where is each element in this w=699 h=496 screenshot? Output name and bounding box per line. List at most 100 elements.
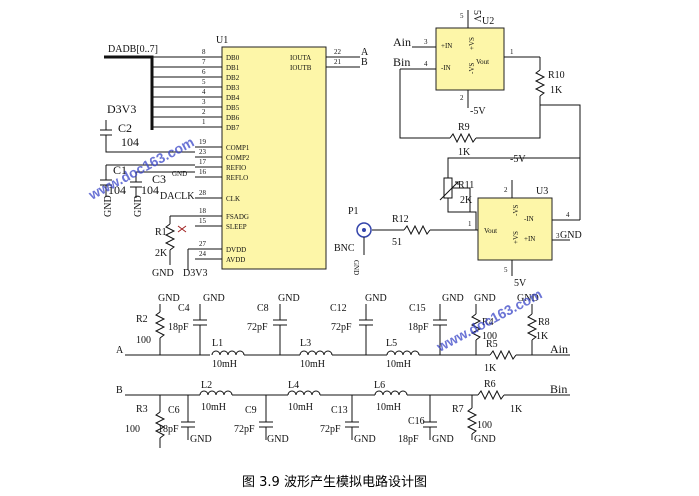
u1-pin-num: 19 bbox=[199, 138, 207, 146]
u2-pin-num: 5 bbox=[460, 12, 464, 20]
u1-pin-name: IOUTB bbox=[290, 64, 312, 72]
gnd-label: GND bbox=[474, 434, 496, 445]
c4-value: 18pF bbox=[168, 322, 189, 333]
r12-value: 51 bbox=[392, 237, 402, 248]
u1-pin-name: DB4 bbox=[226, 94, 240, 102]
u1-pin-num: 28 bbox=[199, 189, 207, 197]
u1-pin-name: AVDD bbox=[226, 256, 245, 264]
r1-ref: R1 bbox=[155, 227, 167, 238]
r5-value: 1K bbox=[484, 363, 497, 374]
r6-value: 1K bbox=[510, 404, 523, 415]
u1-pin-num: 18 bbox=[199, 207, 207, 215]
c9-ref: C9 bbox=[245, 405, 257, 416]
bus-label: DADB[0..7] bbox=[108, 44, 158, 55]
l1-value: 10mH bbox=[212, 359, 237, 370]
u1-pin-num: 15 bbox=[199, 217, 207, 225]
l5-ref: L5 bbox=[386, 338, 397, 349]
daclk-label: DACLK bbox=[160, 191, 195, 202]
u1-pin-name: DB5 bbox=[226, 104, 240, 112]
l6-value: 10mH bbox=[376, 402, 401, 413]
u2-ref: U2 bbox=[482, 16, 494, 27]
c1-ref: C1 bbox=[113, 163, 127, 177]
u3-pin-num: 4 bbox=[566, 211, 570, 219]
d3v3-label: D3V3 bbox=[183, 268, 207, 279]
gnd-label: GND bbox=[365, 293, 387, 304]
filter-b: B R3 100 C6 18pF GND L2 10mH C9 72pF GND… bbox=[116, 379, 570, 448]
u3-supply: 5V bbox=[514, 278, 527, 289]
l4-value: 10mH bbox=[288, 402, 313, 413]
c9-value: 72pF bbox=[234, 424, 255, 435]
r7-ref: R7 bbox=[452, 404, 464, 415]
u1-pin-name: IOUTA bbox=[290, 54, 311, 62]
c1-value: 104 bbox=[108, 183, 126, 197]
u1-pin-name: COMP2 bbox=[226, 154, 250, 162]
r9-value: 1K bbox=[458, 147, 471, 158]
filter-a: A GND R2 100 GND C4 18pF L1 10mH GND C8 … bbox=[116, 293, 570, 374]
c2-value: 104 bbox=[121, 135, 139, 149]
r3-ref: R3 bbox=[136, 404, 148, 415]
u1-pin-name: DB6 bbox=[226, 114, 240, 122]
net-label-a: A bbox=[361, 47, 369, 58]
r4-ref: R4 bbox=[482, 317, 494, 328]
filter-b-output: Bin bbox=[550, 382, 567, 396]
p1-gnd: GND bbox=[352, 260, 360, 275]
u1-pin-num: 24 bbox=[199, 250, 207, 258]
u1-pin-name: DB3 bbox=[226, 84, 240, 92]
u1-pin-name: DB7 bbox=[226, 124, 240, 132]
u1-pin-num: 3 bbox=[202, 98, 206, 106]
u1-pin-num: 2 bbox=[202, 108, 206, 116]
gnd-label: GND bbox=[133, 195, 144, 217]
gnd-label: GND bbox=[354, 434, 376, 445]
r11-ref: R11 bbox=[458, 180, 474, 191]
u2-pin: -VS bbox=[468, 63, 476, 74]
u3-ref: U3 bbox=[536, 186, 548, 197]
c12-ref: C12 bbox=[330, 303, 347, 314]
c15-ref: C15 bbox=[409, 303, 426, 314]
u2-pin-num: 2 bbox=[460, 94, 464, 102]
l4-ref: L4 bbox=[288, 380, 299, 391]
u3-pin: +IN bbox=[524, 235, 535, 243]
filter-a-input: A bbox=[116, 345, 124, 356]
c3-ref: C3 bbox=[152, 172, 166, 186]
p1-ref: P1 bbox=[348, 206, 359, 217]
r10-value: 1K bbox=[550, 85, 563, 96]
left-passives: D3V3 C2 104 C1 104 C3 104 GND DACLK GND … bbox=[100, 102, 207, 279]
u1-pin-name: DVDD bbox=[226, 246, 246, 254]
u1-pin-num: 27 bbox=[199, 240, 207, 248]
c8-ref: C8 bbox=[257, 303, 269, 314]
gnd-label: GND bbox=[517, 293, 539, 304]
l5-value: 10mH bbox=[386, 359, 411, 370]
u3-pin: -IN bbox=[524, 215, 534, 223]
c2-ref: C2 bbox=[118, 121, 132, 135]
c13-value: 72pF bbox=[320, 424, 341, 435]
u3-pin: +VS bbox=[512, 231, 520, 244]
u3-pin-num: 1 bbox=[468, 220, 472, 228]
p1-type: BNC bbox=[334, 243, 355, 254]
r2-value: 100 bbox=[136, 335, 151, 346]
u1-pin-name: DB0 bbox=[226, 54, 240, 62]
gnd-label: GND bbox=[103, 195, 114, 217]
c4-ref: C4 bbox=[178, 303, 190, 314]
u1-pin-num: 5 bbox=[202, 78, 206, 86]
u1-pin-num: 16 bbox=[199, 168, 207, 176]
gnd-label: GND bbox=[267, 434, 289, 445]
r8-ref: R8 bbox=[538, 317, 550, 328]
u3-amplifier: U3 -IN +IN Vout -VS +VS GND 4 3 2 5 1 -5… bbox=[334, 154, 582, 289]
u1-pin-name: REFIO bbox=[226, 164, 246, 172]
gnd-label: GND bbox=[474, 293, 496, 304]
u2-supply: -5V bbox=[470, 106, 486, 117]
net-label-b: B bbox=[361, 57, 368, 68]
u3-gnd: GND bbox=[560, 230, 582, 241]
gnd-label: GND bbox=[190, 434, 212, 445]
r4-value: 100 bbox=[482, 331, 497, 342]
u1-pin-num: 23 bbox=[199, 148, 207, 156]
u1-pin-name: DB2 bbox=[226, 74, 240, 82]
gnd-label: GND bbox=[432, 434, 454, 445]
l3-value: 10mH bbox=[300, 359, 325, 370]
r12-ref: R12 bbox=[392, 214, 409, 225]
l2-value: 10mH bbox=[201, 402, 226, 413]
filter-a-output: Ain bbox=[550, 342, 568, 356]
u1-ref: U1 bbox=[216, 35, 228, 46]
u2-pin: Vout bbox=[476, 58, 489, 66]
u2-pin: +VS bbox=[468, 37, 476, 50]
